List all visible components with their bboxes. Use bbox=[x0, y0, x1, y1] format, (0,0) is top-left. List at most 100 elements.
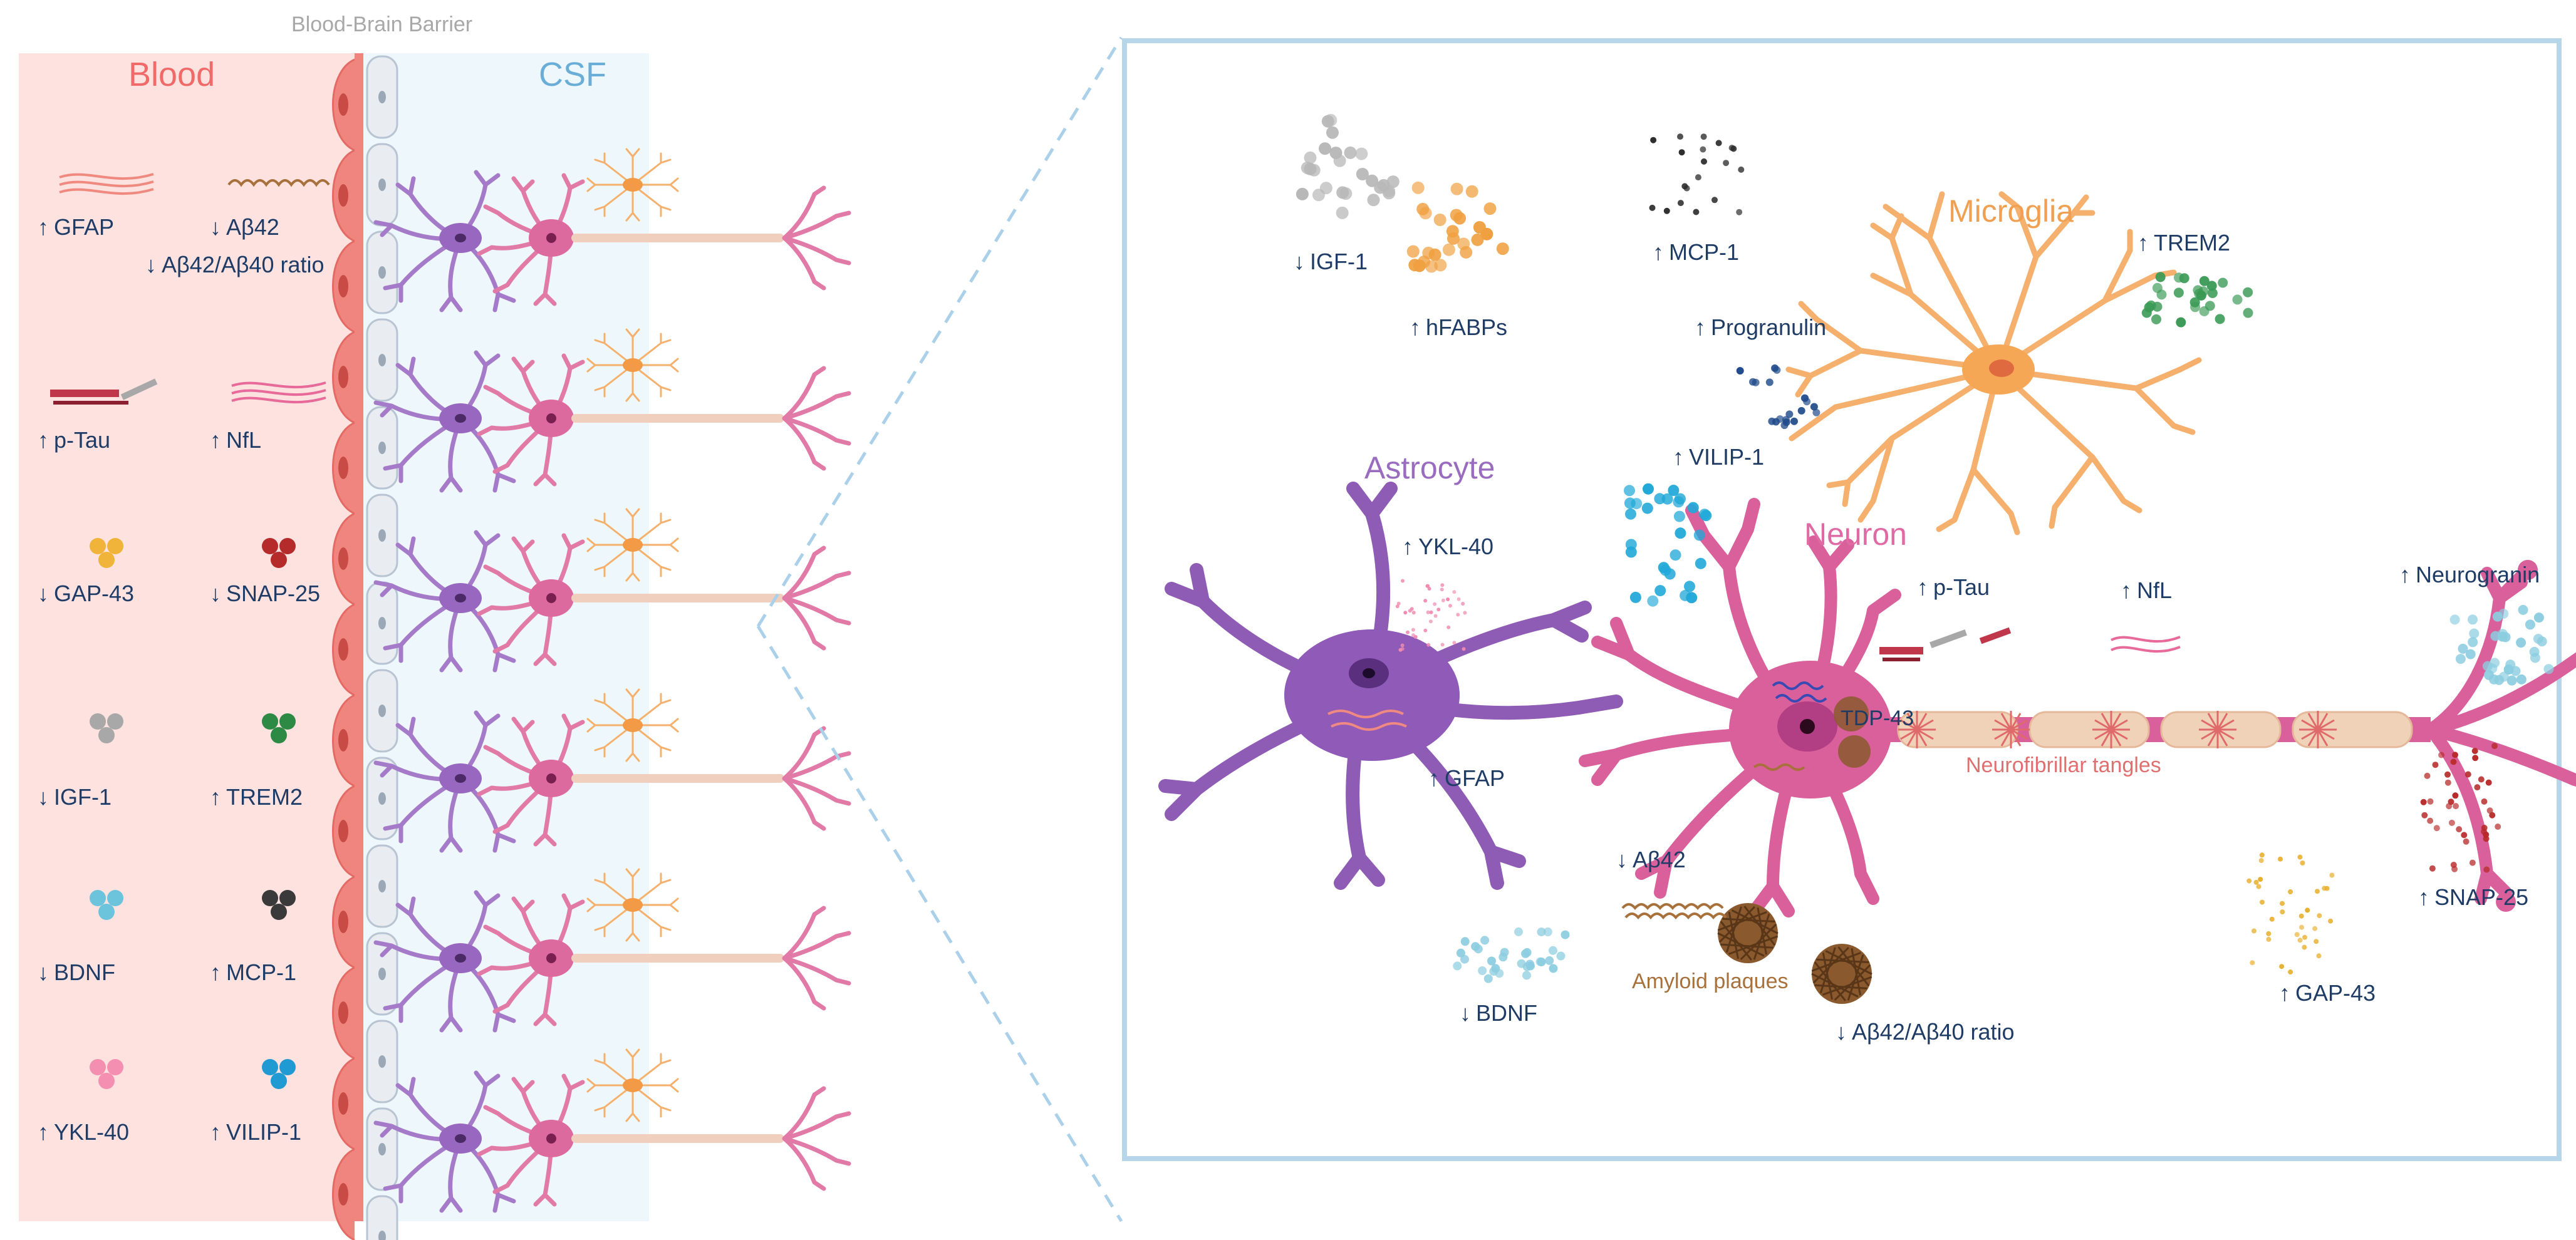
cluster-dot bbox=[1629, 591, 1641, 603]
cluster-dot bbox=[1400, 647, 1405, 651]
cluster-dot bbox=[1537, 927, 1546, 937]
cluster-dot bbox=[1423, 599, 1428, 603]
microglia-title: Microglia bbox=[1948, 194, 2074, 229]
cluster-dot bbox=[1686, 592, 1698, 604]
cluster-dot bbox=[2463, 838, 2470, 845]
csf-marker-label: ↑GAP-43 bbox=[2279, 982, 2376, 1005]
barrier-title: Blood-Brain Barrier bbox=[291, 13, 473, 36]
endfoot-nucleus bbox=[378, 91, 386, 103]
blood-marker-label: ↑YKL-40 bbox=[38, 1121, 129, 1144]
cluster-dot bbox=[1647, 595, 1659, 607]
cluster-dot bbox=[2266, 931, 2272, 936]
endothelial-nucleus bbox=[338, 820, 348, 842]
cluster-dot bbox=[1673, 510, 1685, 522]
cluster-dot bbox=[1678, 149, 1685, 156]
cluster-dot bbox=[1700, 146, 1706, 153]
marker-name: TREM2 bbox=[2154, 230, 2231, 256]
endothelial-nucleus bbox=[338, 184, 348, 207]
cluster-dot bbox=[1684, 581, 1695, 592]
cluster bbox=[1395, 579, 1467, 652]
cluster-dot bbox=[2450, 758, 2457, 765]
cluster-dot bbox=[2190, 302, 2201, 313]
astrocyte-endfoot bbox=[366, 1195, 398, 1240]
marker-name: Neurogranin bbox=[2416, 562, 2540, 587]
cluster-dot bbox=[2322, 886, 2327, 891]
marker-name: YKL-40 bbox=[1418, 534, 1494, 559]
cluster-dot bbox=[2485, 779, 2492, 786]
cluster-dot bbox=[2533, 612, 2544, 623]
cluster-dot bbox=[1450, 209, 1463, 222]
cluster-dot bbox=[2176, 317, 2186, 328]
csf-marker-label: ↑YKL-40 bbox=[1402, 535, 1493, 558]
blood-marker-label: ↑GFAP bbox=[38, 216, 114, 239]
cluster-dot bbox=[1473, 221, 1486, 234]
cluster-dot bbox=[2516, 638, 2527, 648]
csf-title: CSF bbox=[539, 56, 606, 93]
fiber bbox=[231, 389, 326, 396]
cluster-dot bbox=[1367, 194, 1380, 207]
neurofibrillary-label: Neurofibrillar tangles bbox=[1966, 753, 2161, 777]
marker-arrow: ↑ bbox=[210, 427, 221, 453]
cluster-dot bbox=[1448, 604, 1452, 608]
endothelial-nucleus bbox=[338, 638, 348, 661]
dot bbox=[271, 552, 287, 568]
cluster-dot bbox=[1624, 485, 1635, 497]
cluster-dot bbox=[2510, 666, 2521, 676]
abeta-wave bbox=[1624, 912, 1727, 920]
cluster-dot bbox=[1675, 527, 1686, 539]
cluster-dot bbox=[2471, 748, 2478, 755]
cluster-dot bbox=[2529, 646, 2540, 657]
dot bbox=[271, 727, 287, 743]
marker-name: IGF-1 bbox=[54, 784, 112, 810]
marker-arrow: ↑ bbox=[1410, 314, 1421, 340]
fiber bbox=[59, 188, 154, 195]
marker-arrow: ↓ bbox=[1836, 1019, 1847, 1045]
cluster-dot bbox=[2198, 286, 2209, 297]
marker-name: BDNF bbox=[54, 959, 115, 985]
cluster-dot bbox=[1356, 168, 1369, 180]
cluster-dot bbox=[1700, 133, 1707, 140]
marker-name: Aβ42/Aβ40 ratio bbox=[1852, 1019, 2015, 1045]
cluster-dot bbox=[2491, 743, 2498, 750]
cluster-dot bbox=[1304, 151, 1317, 164]
cluster-dot bbox=[1693, 209, 1700, 215]
astrocyte-title: Astrocyte bbox=[1364, 450, 1495, 485]
cluster-dot bbox=[1366, 174, 1379, 187]
cluster-dot bbox=[1336, 206, 1349, 219]
cluster-dot bbox=[1433, 214, 1446, 226]
cluster-dot bbox=[1456, 612, 1460, 617]
cluster-dot bbox=[1473, 944, 1483, 954]
marker-arrow: ↑ bbox=[210, 1119, 221, 1145]
cluster-dot bbox=[1450, 182, 1463, 195]
cluster-dot bbox=[2444, 779, 2451, 786]
cluster-dot bbox=[2218, 277, 2228, 288]
cluster-dot bbox=[1549, 946, 1557, 955]
cluster-dot bbox=[1478, 966, 1487, 975]
tangle-stroke bbox=[1994, 719, 2028, 740]
cluster-dot bbox=[1810, 403, 1818, 411]
cluster-dot bbox=[1535, 957, 1545, 966]
cluster bbox=[1296, 113, 1400, 219]
marker-name: VILIP-1 bbox=[226, 1119, 302, 1145]
blood-marker-label: ↑p-Tau bbox=[38, 429, 110, 452]
plaque bbox=[1812, 944, 1872, 1004]
glyph-BDNF bbox=[90, 890, 123, 920]
cluster-dot bbox=[1695, 557, 1706, 569]
cluster-dot bbox=[2449, 614, 2460, 625]
cluster-dot bbox=[1355, 147, 1368, 160]
cluster-dot bbox=[1650, 137, 1657, 143]
cluster-dot bbox=[1780, 421, 1789, 430]
endothelial-nucleus bbox=[338, 547, 348, 570]
cluster-dot bbox=[1436, 607, 1441, 612]
dot bbox=[279, 713, 296, 730]
dot bbox=[262, 538, 278, 554]
biomarker-clusters bbox=[1296, 113, 2554, 983]
plaque-fiber bbox=[1728, 935, 1779, 955]
blood-marker-label: ↓GAP-43 bbox=[38, 582, 134, 605]
glyph-GFAP bbox=[59, 173, 154, 195]
cluster-dot bbox=[2314, 939, 2319, 944]
dot bbox=[90, 538, 106, 554]
blood-marker-label: ↓IGF-1 bbox=[38, 786, 112, 809]
cluster-dot bbox=[1321, 115, 1334, 128]
cluster-dot bbox=[2452, 792, 2459, 799]
